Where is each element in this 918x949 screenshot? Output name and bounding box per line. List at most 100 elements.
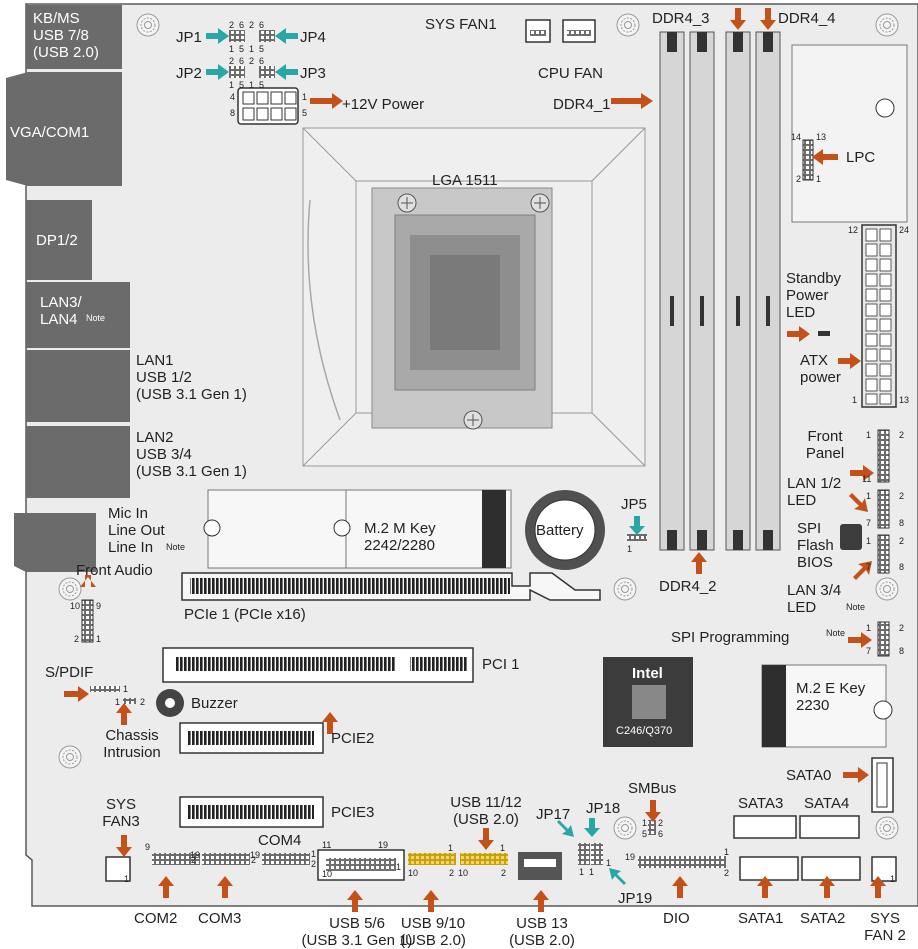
jp4-label: JP4 bbox=[300, 29, 326, 46]
vga-com1-label: VGA/COM1 bbox=[10, 124, 90, 141]
intel-label: Intel bbox=[632, 665, 663, 682]
dio-label: DIO bbox=[663, 910, 690, 927]
lpc-label: LPC bbox=[846, 149, 876, 166]
sata4-connector bbox=[799, 815, 860, 839]
spi-programming-header bbox=[877, 621, 890, 657]
fa-2: 2 bbox=[74, 634, 80, 644]
lpc-2: 2 bbox=[796, 174, 802, 184]
usb1112-label: USB 11/12 (USB 2.0) bbox=[450, 794, 522, 828]
pcie1-label: PCIe 1 (PCIe x16) bbox=[184, 606, 306, 623]
atx-power-label: ATX power bbox=[800, 352, 841, 386]
lan12-led-header bbox=[877, 489, 890, 529]
smbus-pin1: 1 bbox=[642, 818, 648, 828]
lan34-led-note: Note bbox=[846, 602, 866, 612]
battery-label: Battery bbox=[536, 522, 584, 539]
com4-pin19: 19 bbox=[250, 850, 261, 860]
port-lan2 bbox=[26, 426, 130, 498]
sata2-label: SATA2 bbox=[800, 910, 846, 927]
jp23-pins-bottom: 1 5 1 5 bbox=[229, 80, 265, 90]
jp14-pins-top: 2 6 2 6 bbox=[229, 20, 265, 30]
ddr4-2-label: DDR4_2 bbox=[659, 578, 717, 595]
spdif-pin1: 1 bbox=[123, 684, 129, 694]
sysfan2-label: SYS FAN 2 bbox=[864, 910, 906, 944]
lan34-label: LAN3/ LAN4 bbox=[40, 294, 82, 328]
spdif-label: S/PDIF bbox=[45, 664, 94, 681]
arrows-orange bbox=[64, 8, 886, 912]
audio-note: Note bbox=[166, 542, 186, 552]
smbus-pin2: 2 bbox=[658, 818, 664, 828]
pci1-label: PCI 1 bbox=[482, 656, 520, 673]
com2-pin9: 9 bbox=[145, 842, 151, 852]
chassis-intrusion-header bbox=[123, 698, 136, 704]
sata4-label: SATA4 bbox=[804, 795, 850, 812]
ci-pin1: 1 bbox=[115, 697, 121, 707]
sata3-label: SATA3 bbox=[738, 795, 784, 812]
usb910-pin1: 1 bbox=[448, 843, 454, 853]
atx-12: 12 bbox=[848, 225, 859, 235]
p8-label: 8 bbox=[230, 108, 236, 118]
dio-pin2: 2 bbox=[724, 868, 730, 878]
jp1-label: JP1 bbox=[176, 29, 202, 46]
com3-label: COM3 bbox=[198, 910, 242, 927]
dio-header bbox=[638, 856, 726, 868]
sata3-connector bbox=[733, 815, 797, 839]
usb56-pin1: 1 bbox=[396, 862, 402, 872]
lan2-label: LAN2 USB 3/4 (USB 3.1 Gen 1) bbox=[136, 429, 247, 480]
smbus-pin6: 6 bbox=[658, 829, 664, 839]
sp-1: 1 bbox=[866, 623, 872, 633]
usb910-pin10: 10 bbox=[408, 868, 419, 878]
sp-7: 7 bbox=[866, 646, 872, 656]
sysfan3-label: SYS FAN3 bbox=[102, 796, 140, 830]
l34-8: 8 bbox=[899, 562, 905, 572]
fp-1: 1 bbox=[866, 430, 872, 440]
ddr4-3-label: DDR4_3 bbox=[652, 10, 710, 27]
usb56-pin11: 11 bbox=[322, 840, 332, 850]
spi-flash-label: SPI Flash BIOS bbox=[797, 520, 834, 571]
jp19-pin1: 1 bbox=[606, 858, 612, 868]
port-lan34 bbox=[26, 282, 130, 348]
fp-11: 11 bbox=[862, 474, 872, 484]
front-panel-header bbox=[877, 429, 890, 483]
lpc-area bbox=[791, 44, 908, 223]
smbus-pin5: 5 bbox=[642, 829, 648, 839]
sata1-label: SATA1 bbox=[738, 910, 784, 927]
spi-programming-note: Note bbox=[826, 628, 846, 638]
spdif-header bbox=[90, 686, 120, 692]
usb56-label: USB 5/6 (USB 3.1 Gen 1) bbox=[301, 915, 413, 949]
jp2-label: JP2 bbox=[176, 65, 202, 82]
smbus-header bbox=[648, 820, 656, 835]
sysfan2-connector bbox=[871, 856, 897, 882]
sata2-connector bbox=[801, 856, 861, 881]
cpu-socket-label: LGA 1511 bbox=[432, 172, 498, 189]
pcie2-label: PCIE2 bbox=[331, 730, 375, 747]
jp18-label: JP18 bbox=[586, 800, 621, 817]
lan34-note: Note bbox=[86, 313, 106, 323]
ddr4-1-label: DDR4_1 bbox=[553, 96, 611, 113]
lan34-led-header bbox=[877, 534, 890, 574]
port-audio bbox=[14, 513, 96, 572]
m2-m-key-slot bbox=[207, 489, 512, 569]
sysfan3-connector bbox=[105, 856, 131, 882]
jp18-header bbox=[591, 843, 603, 865]
com4-header bbox=[262, 853, 310, 865]
jp1-header bbox=[229, 30, 245, 42]
jp4-header bbox=[259, 30, 275, 42]
com4-pin1: 1 bbox=[311, 849, 317, 859]
com3-pin2: 2 bbox=[251, 855, 257, 865]
standby-power-led bbox=[818, 331, 830, 336]
front-audio-header bbox=[81, 599, 94, 643]
jp2-header bbox=[229, 66, 245, 78]
chipset-label: C246/Q370 bbox=[616, 725, 673, 737]
sysfan1-label: SYS FAN1 bbox=[425, 16, 497, 33]
lpc-13: 13 bbox=[816, 132, 827, 142]
ci-pin2: 2 bbox=[140, 697, 146, 707]
atx-24: 24 bbox=[899, 225, 910, 235]
sata0-label: SATA0 bbox=[786, 767, 832, 784]
usb1112-pin10: 10 bbox=[458, 868, 469, 878]
m2-e-key-label: M.2 E Key 2230 bbox=[796, 680, 866, 714]
usb1112-pin2: 2 bbox=[501, 868, 507, 878]
l12-7: 7 bbox=[866, 518, 872, 528]
p1-label: 1 bbox=[302, 92, 308, 102]
dio-pin1: 1 bbox=[724, 847, 730, 857]
